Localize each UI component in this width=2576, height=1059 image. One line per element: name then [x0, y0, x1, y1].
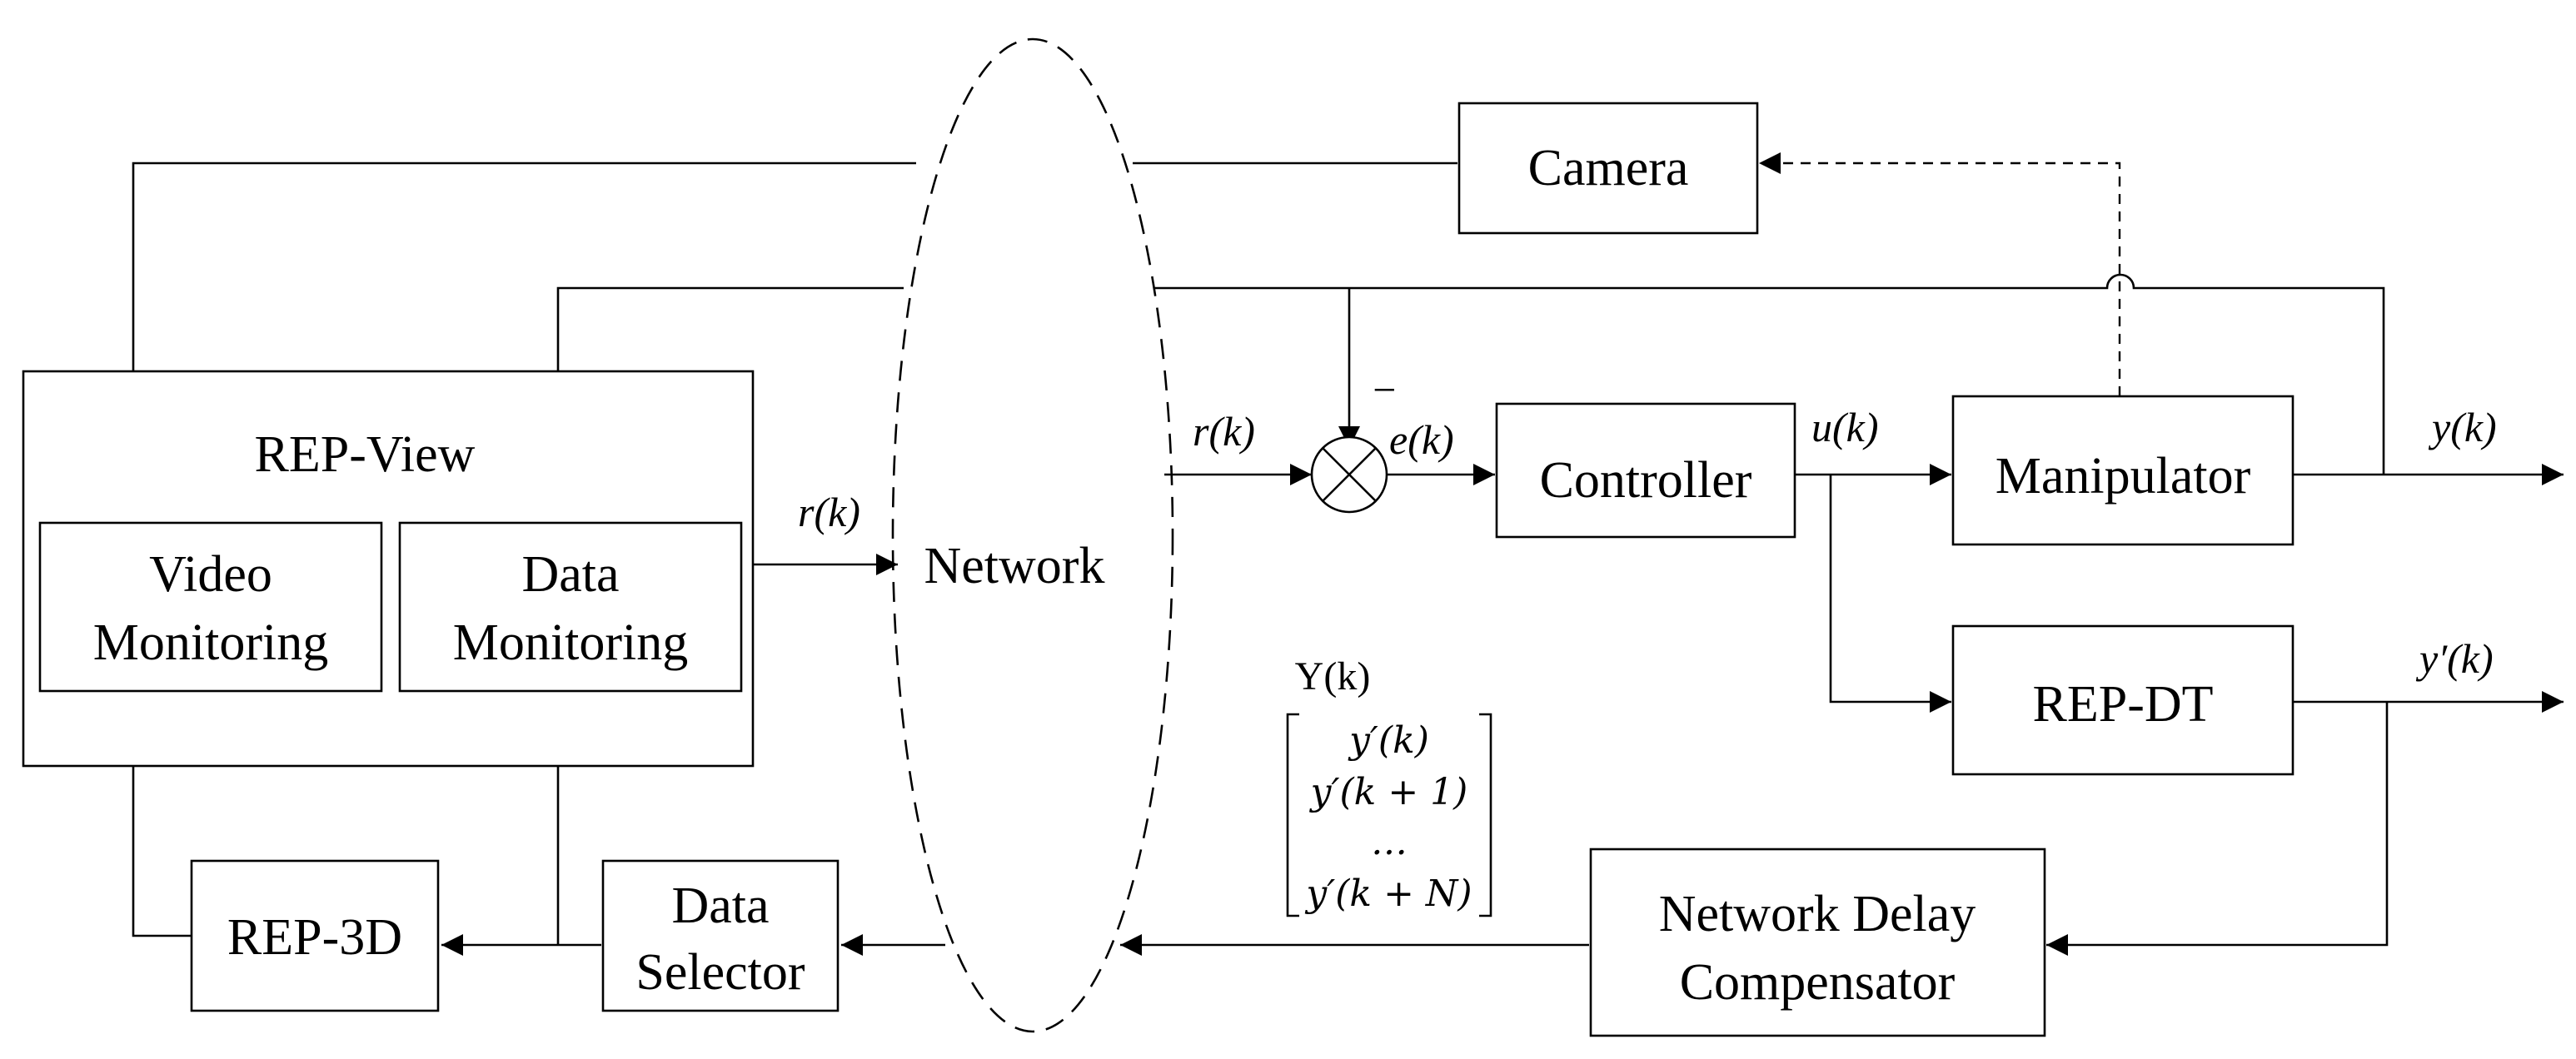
prediction-row-4: y′(k + N): [1304, 873, 1472, 915]
controller-block: Controller: [1495, 402, 1796, 539]
data-selector-line-1: Data: [671, 878, 769, 934]
minus-sign: −: [1370, 366, 1398, 413]
rep-3d-label: REP-3D: [227, 909, 402, 966]
r-k-left-label: r(k): [798, 489, 860, 535]
compensator-line-1: Network Delay: [1659, 886, 1976, 942]
data-selector-block: Data Selector: [601, 859, 840, 1012]
prediction-label: Y(k): [1295, 654, 1371, 699]
network-ellipse: [891, 37, 1174, 1033]
connectors: [122, 152, 2564, 956]
rep-dt-label: REP-DT: [2033, 676, 2214, 733]
rep-dt-block: REP-DT: [1951, 624, 2294, 776]
video-monitoring-line-1: Video: [149, 546, 272, 603]
data-selector-line-2: Selector: [635, 944, 805, 1001]
y-prime-to-compensator-line: [2046, 702, 2389, 956]
r-k-right-label: r(k): [1193, 408, 1255, 455]
rep-view-label: REP-View: [255, 426, 476, 483]
data-monitoring-line-1: Data: [521, 546, 619, 603]
summing-junction: [1310, 435, 1388, 514]
camera-label: Camera: [1528, 140, 1689, 196]
manipulator-to-camera-dashed-line: [1759, 152, 2121, 396]
left-bracket: [1286, 713, 1299, 917]
feedback-line: [1153, 273, 2385, 475]
prediction-vector: Y(k) y′(k) y′(k + 1) … y′(k + N): [1286, 654, 1492, 917]
e-k-label: e(k): [1389, 416, 1454, 463]
data-monitoring-line-2: Monitoring: [453, 614, 688, 671]
compensator-line-2: Compensator: [1680, 954, 1956, 1011]
u-k-label: u(k): [1811, 404, 1879, 450]
manipulator-label: Manipulator: [1996, 448, 2251, 505]
rep-3d-block: REP-3D: [190, 859, 440, 1012]
video-monitoring-block: Video Monitoring: [38, 521, 383, 693]
prediction-row-2: y′(k + 1): [1309, 771, 1468, 813]
prediction-row-1: y′(k): [1348, 719, 1429, 762]
manipulator-block: Manipulator: [1951, 395, 2294, 546]
u-to-rep-dt-line: [1829, 475, 1951, 713]
network-delay-compensator-block: Network Delay Compensator: [1589, 848, 2046, 1037]
video-monitoring-line-2: Monitoring: [93, 614, 328, 671]
rep-3d-to-video-line: [122, 689, 192, 937]
network-label: Network: [924, 538, 1105, 594]
y-k-label: y(k): [2428, 404, 2497, 450]
controller-label: Controller: [1540, 452, 1752, 509]
y-prime-k-label: y′(k): [2415, 635, 2494, 682]
camera-block: Camera: [1457, 102, 1759, 235]
data-monitoring-block: Data Monitoring: [398, 521, 743, 693]
prediction-row-3: …: [1371, 821, 1408, 863]
right-bracket: [1479, 713, 1492, 917]
